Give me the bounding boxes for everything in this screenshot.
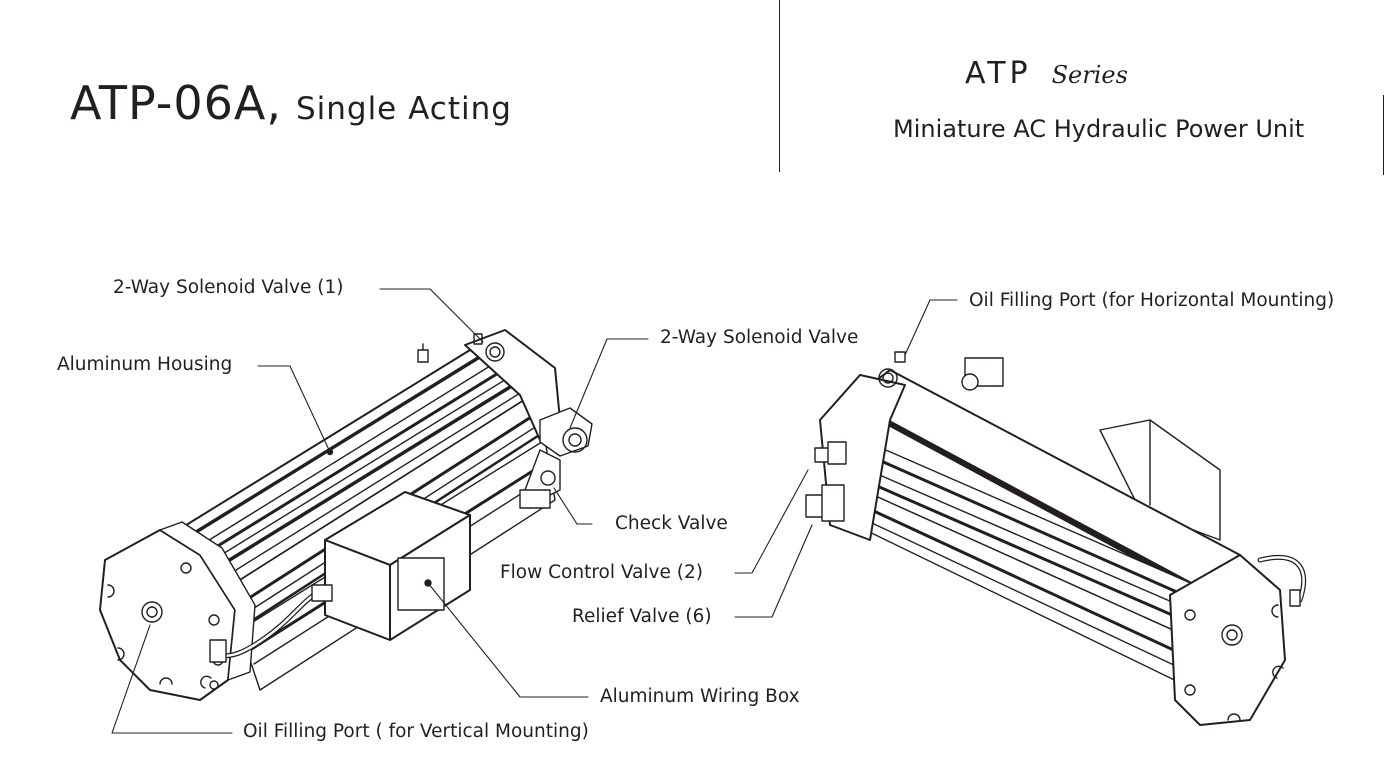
leader-wiring-box <box>427 582 589 698</box>
left-power-unit <box>99 329 593 701</box>
leader-housing <box>257 365 331 453</box>
label-wiring-box: Aluminum Wiring Box <box>600 686 800 707</box>
series-description: Miniature AC Hydraulic Power Unit <box>893 115 1305 143</box>
left-cable <box>209 584 333 663</box>
right-power-unit <box>805 351 1307 726</box>
model-subtitle: Single Acting <box>295 91 512 127</box>
leader-oil-vertical <box>111 624 233 734</box>
leader-flow-control <box>734 469 809 574</box>
label-solenoid-valve-1: 2-Way Solenoid Valve (1) <box>113 277 344 298</box>
leader-oil-horizontal <box>904 299 958 356</box>
header-divider <box>779 0 780 172</box>
left-rear-bracket <box>417 329 561 441</box>
label-solenoid-valve: 2-Way Solenoid Valve <box>660 327 859 348</box>
label-check-valve: Check Valve <box>615 513 728 534</box>
label-aluminum-housing: Aluminum Housing <box>57 354 233 375</box>
series-heading: ATP Series <box>965 56 1128 91</box>
product-title: ATP-06A, Single Acting <box>70 76 512 130</box>
right-motor-housing <box>961 357 1221 541</box>
model-number: ATP-06A, <box>70 76 282 130</box>
label-flow-control-valve: Flow Control Valve (2) <box>500 562 703 583</box>
series-brand: ATP <box>965 56 1032 91</box>
label-relief-valve: Relief Valve (6) <box>572 606 712 627</box>
right-end-plate <box>1169 554 1307 726</box>
label-oil-port-horizontal: Oil Filling Port (for Horizontal Mountin… <box>969 290 1335 311</box>
leader-lines <box>111 288 958 734</box>
left-solenoid-valve <box>519 407 593 509</box>
right-valve-block <box>805 351 906 541</box>
left-end-plate <box>99 521 256 701</box>
leader-relief <box>734 524 813 618</box>
leader-check-valve <box>553 487 593 525</box>
label-oil-port-vertical: Oil Filling Port ( for Vertical Mounting… <box>243 721 589 742</box>
leader-solenoid <box>569 338 649 429</box>
series-word: Series <box>1051 61 1128 89</box>
left-wiring-box <box>324 491 471 641</box>
leader-solenoid-1 <box>379 288 484 343</box>
header-edge-line <box>1383 95 1384 175</box>
right-housing-body <box>839 369 1241 691</box>
